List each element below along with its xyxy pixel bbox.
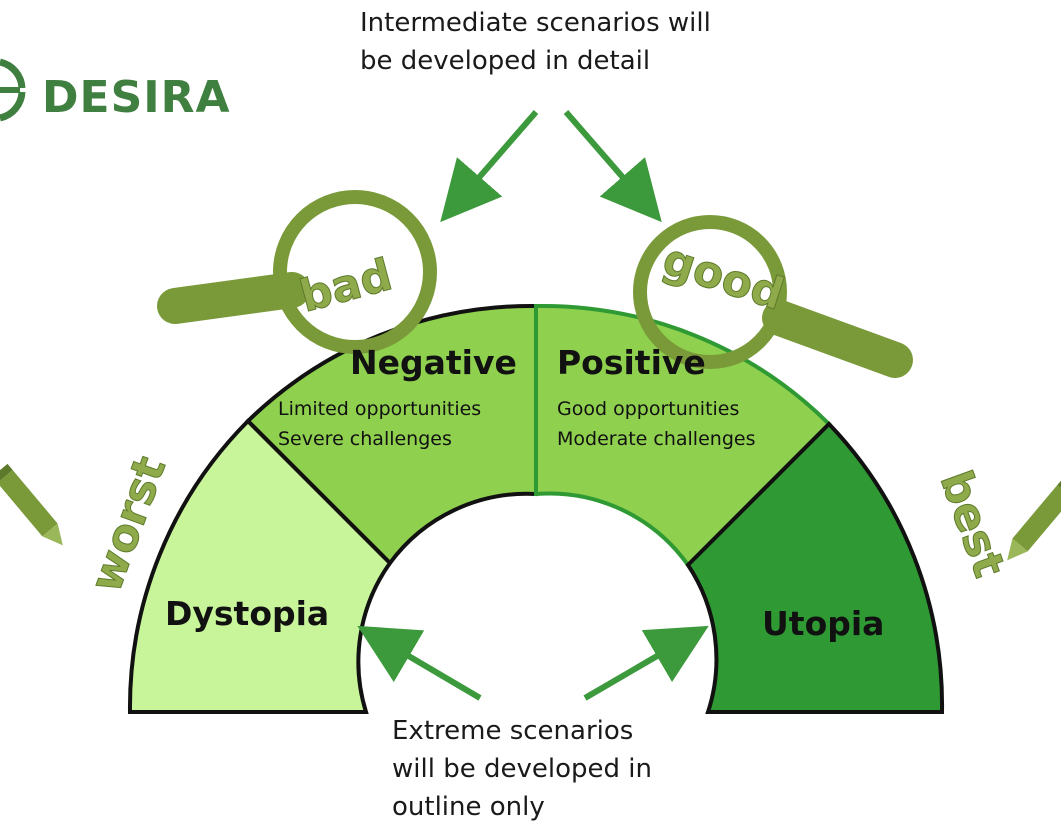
positive-line-2: Moderate challenges xyxy=(557,428,756,450)
pencil-left-icon xyxy=(0,463,63,546)
arrow-to-negative xyxy=(440,110,539,223)
caption-intermediate-line-1: Intermediate scenarios will xyxy=(360,8,711,38)
caption-extreme-line-2: will be developed in xyxy=(392,754,652,784)
logo-text: DESIRA xyxy=(42,72,231,123)
segment-title-utopia: Utopia xyxy=(762,604,885,643)
magnifier-good-icon xyxy=(633,215,913,378)
negative-line-2: Severe challenges xyxy=(278,428,452,450)
desira-logo-icon xyxy=(0,58,26,122)
caption-intermediate: Intermediate scenarios will be developed… xyxy=(360,4,711,80)
tag-bad: bad xyxy=(295,249,398,322)
caption-extreme-line-3: outline only xyxy=(392,792,545,822)
segment-positive-desc: Good opportunities Moderate challenges xyxy=(557,394,755,454)
segment-title-negative: Negative xyxy=(350,343,517,382)
caption-extreme: Extreme scenarios will be developed in o… xyxy=(392,712,652,826)
arrow-to-dystopia xyxy=(357,625,482,701)
arrow-to-utopia xyxy=(583,625,709,701)
segment-utopia xyxy=(685,421,945,714)
caption-intermediate-line-2: be developed in detail xyxy=(360,46,651,76)
pencil-right-icon xyxy=(1007,478,1061,561)
caption-extreme-line-1: Extreme scenarios xyxy=(392,716,634,746)
positive-line-1: Good opportunities xyxy=(557,398,740,420)
segment-negative-desc: Limited opportunities Severe challenges xyxy=(278,394,481,454)
magnifier-bad-icon xyxy=(157,190,437,354)
segment-title-dystopia: Dystopia xyxy=(165,594,330,633)
tag-best: best xyxy=(930,464,1015,583)
segment-title-positive: Positive xyxy=(557,343,706,382)
arrow-to-positive xyxy=(563,110,662,223)
negative-line-1: Limited opportunities xyxy=(278,398,482,420)
